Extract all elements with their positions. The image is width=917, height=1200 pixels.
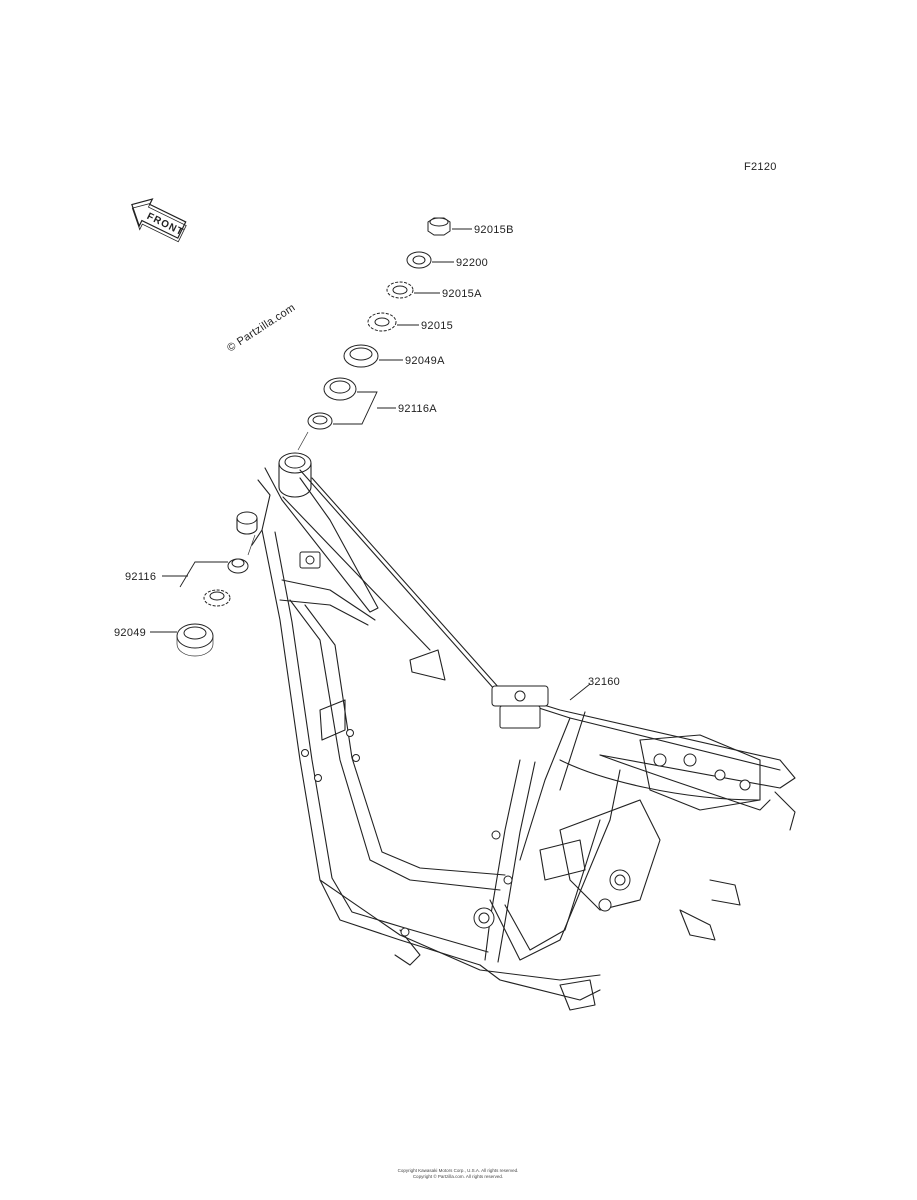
part-label-92116: 92116	[125, 571, 156, 583]
diagram-code: F2120	[744, 161, 777, 173]
frame: 32160	[236, 452, 796, 1011]
footer-copyright-1: Copyright Kawasaki Motors Corp., U.S.A. …	[398, 1168, 519, 1173]
lock-nut-upper: 92015A	[386, 281, 482, 300]
bearing-upper: 92116A	[297, 377, 437, 451]
seal-upper: 92049A	[343, 344, 445, 368]
part-label-32160: 32160	[588, 676, 620, 688]
part-label-92015a: 92015A	[442, 288, 482, 300]
footer-copyright-2: Copyright © Partzilla.com. All rights re…	[413, 1173, 503, 1179]
watermark: © Partzilla.com	[225, 302, 297, 355]
seal-lower: 92049	[114, 623, 214, 657]
front-arrow-icon: FRONT	[131, 198, 187, 243]
part-label-92200: 92200	[456, 257, 488, 269]
part-label-92116a: 92116A	[398, 403, 437, 415]
steering-stem-nut: 92015B	[427, 217, 514, 236]
part-label-92015: 92015	[421, 320, 453, 332]
washer: 92200	[406, 251, 488, 269]
part-label-92049: 92049	[114, 627, 146, 639]
lock-nut: 92015	[367, 312, 453, 332]
part-label-92015b: 92015B	[474, 224, 514, 236]
part-label-92049a: 92049A	[405, 355, 445, 367]
bearing-lower: 92116	[125, 534, 256, 607]
